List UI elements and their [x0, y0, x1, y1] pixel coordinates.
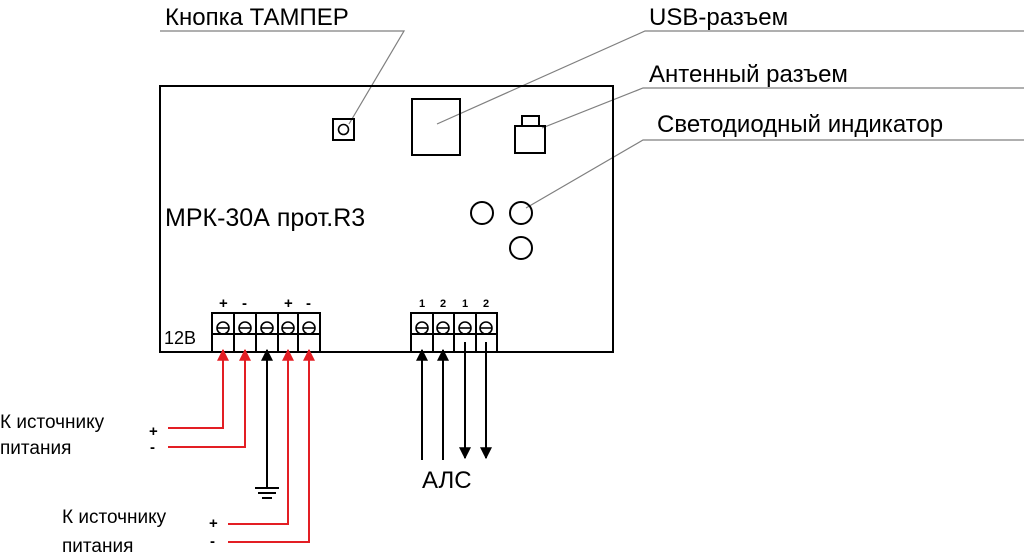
power-source-2-line2: питания — [62, 536, 133, 557]
usb-leader — [436, 30, 1024, 125]
power-right-minus: - — [306, 295, 311, 312]
antenna-connector-label: Антенный разъем — [649, 61, 848, 88]
antenna-leader — [541, 87, 1024, 129]
power-source-1-line1: К источнику — [0, 412, 105, 433]
tamper-leader — [160, 30, 406, 125]
power-wires-2 — [228, 348, 315, 543]
power-source-2-minus: - — [210, 533, 215, 550]
tamper-button-label: Кнопка ТАМПЕР — [165, 4, 349, 31]
led-3 — [509, 236, 533, 260]
led-1 — [470, 201, 494, 225]
usb-connector-label: USB-разъем — [649, 4, 788, 31]
als-pin-2b: 2 — [483, 298, 489, 310]
ground-wire — [255, 348, 279, 499]
antenna-connector — [514, 115, 546, 154]
led-indicator-label: Светодиодный индикатор — [657, 111, 943, 138]
usb-connector — [411, 98, 461, 156]
power-wires-1 — [168, 348, 251, 448]
power-right-plus: + — [284, 295, 293, 312]
power-terminal-screws — [216, 321, 316, 335]
tamper-button-dot — [337, 123, 350, 136]
board-outline — [159, 85, 614, 353]
led-leader — [525, 139, 1024, 209]
led-2 — [509, 201, 533, 225]
power-left-plus: + — [219, 295, 228, 312]
als-pin-1a: 1 — [419, 298, 425, 310]
power-source-1-line2: питания — [0, 438, 71, 459]
power-source-1-minus: - — [150, 439, 155, 456]
tamper-button — [332, 118, 355, 141]
als-pin-1b: 1 — [462, 298, 468, 310]
als-terminal-screws — [415, 321, 493, 335]
als-pin-2a: 2 — [440, 298, 446, 310]
als-terminal-block — [410, 312, 498, 353]
power-label: 12В — [164, 328, 196, 348]
als-wires — [416, 342, 492, 460]
power-source-1-plus: + — [149, 423, 158, 440]
power-terminal-block — [211, 312, 321, 353]
power-left-minus: - — [242, 295, 247, 312]
leader-lines — [160, 30, 1024, 209]
power-source-2-line1: К источнику — [62, 507, 167, 528]
als-label: АЛС — [422, 467, 472, 494]
power-source-2-plus: + — [209, 515, 218, 532]
board-model: МРК-30А прот.R3 — [165, 204, 365, 232]
